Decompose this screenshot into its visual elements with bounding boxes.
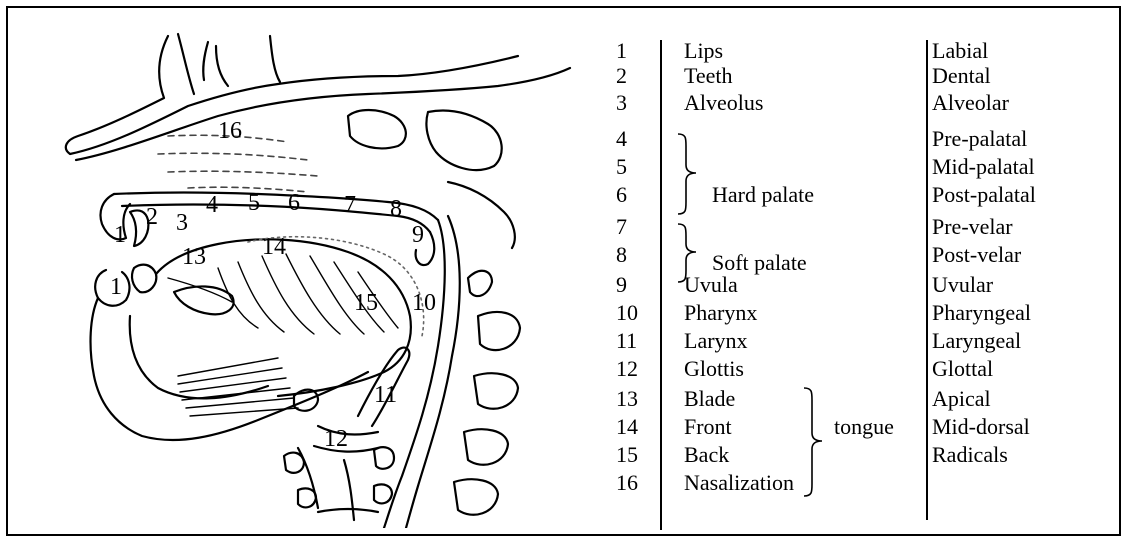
vertebra: [468, 271, 492, 296]
row-part: Nasalization: [684, 470, 794, 496]
row-term: Glottal: [932, 356, 993, 382]
diagram-label-1-upper: 1: [114, 222, 126, 248]
diagram-label-6: 6: [288, 190, 300, 216]
row-number: 16: [616, 470, 638, 496]
row-term: Labial: [932, 38, 988, 64]
row-number: 5: [616, 154, 627, 180]
diagram-label-10: 10: [412, 290, 436, 316]
row-number: 15: [616, 442, 638, 468]
row-number: 8: [616, 242, 627, 268]
diagram-label-3: 3: [176, 210, 188, 236]
diagram-label-15: 15: [354, 290, 378, 316]
row-number: 4: [616, 126, 627, 152]
row-number: 10: [616, 300, 638, 326]
row-term: Dental: [932, 63, 991, 89]
diagram-label-1-lower: 1: [110, 274, 122, 300]
group-label-tongue: tongue: [834, 414, 894, 440]
group-label-soft-palate: Soft palate: [712, 250, 807, 276]
row-part: Front: [684, 414, 732, 440]
row-number: 1: [616, 38, 627, 64]
row-term: Post-velar: [932, 242, 1021, 268]
column-divider-2: [926, 40, 928, 520]
row-term: Post-palatal: [932, 182, 1036, 208]
row-term: Radicals: [932, 442, 1008, 468]
pharynx-wall: [384, 220, 445, 528]
diagram-label-13: 13: [182, 244, 206, 270]
row-number: 14: [616, 414, 638, 440]
row-term: Pharyngeal: [932, 300, 1031, 326]
diagram-label-12: 12: [324, 426, 348, 452]
row-part: Back: [684, 442, 729, 468]
diagram-label-14: 14: [262, 234, 286, 260]
figure-frame: 16 2 3 4 5 6 7 8 9 1 13 14 1 15 10 11 12…: [6, 6, 1121, 536]
diagram-label-7: 7: [344, 192, 356, 218]
nose-outline: [66, 36, 518, 154]
row-part: Uvula: [684, 272, 738, 298]
row-term: Pre-velar: [932, 214, 1013, 240]
row-part: Pharynx: [684, 300, 757, 326]
nasal-turbinate: [348, 110, 406, 148]
row-term: Apical: [932, 386, 991, 412]
brace-hard-palate: [676, 132, 700, 218]
row-part: Teeth: [684, 63, 733, 89]
row-term: Pre-palatal: [932, 126, 1027, 152]
vocal-tract-diagram: 16 2 3 4 5 6 7 8 9 1 13 14 1 15 10 11 12: [18, 16, 573, 528]
row-term: Mid-palatal: [932, 154, 1035, 180]
row-number: 11: [616, 328, 637, 354]
row-number: 13: [616, 386, 638, 412]
row-term: Laryngeal: [932, 328, 1021, 354]
row-part: Larynx: [684, 328, 748, 354]
row-part: Alveolus: [684, 90, 763, 116]
row-number: 7: [616, 214, 627, 240]
jaw-outline: [91, 298, 368, 440]
diagram-label-8: 8: [390, 196, 402, 222]
row-term: Alveolar: [932, 90, 1009, 116]
row-number: 9: [616, 272, 627, 298]
row-term: Uvular: [932, 272, 993, 298]
diagram-label-4: 4: [206, 192, 218, 218]
column-divider-1: [660, 40, 662, 530]
brace-tongue: [802, 386, 826, 500]
row-number: 3: [616, 90, 627, 116]
row-part: Blade: [684, 386, 735, 412]
row-number: 6: [616, 182, 627, 208]
row-number: 12: [616, 356, 638, 382]
row-term: Mid-dorsal: [932, 414, 1030, 440]
diagram-label-11: 11: [374, 382, 397, 408]
diagram-label-9: 9: [412, 222, 424, 248]
group-label-hard-palate: Hard palate: [712, 182, 814, 208]
diagram-label-5: 5: [248, 190, 260, 216]
vocal-tract-svg: 16 2 3 4 5 6 7 8 9 1 13 14 1 15 10 11 12: [18, 16, 573, 528]
diagram-label-2: 2: [146, 204, 158, 230]
row-number: 2: [616, 63, 627, 89]
row-part: Lips: [684, 38, 723, 64]
row-part: Glottis: [684, 356, 744, 382]
lower-teeth: [132, 265, 156, 293]
diagram-label-16: 16: [218, 118, 242, 144]
brace-soft-palate: [676, 222, 700, 286]
